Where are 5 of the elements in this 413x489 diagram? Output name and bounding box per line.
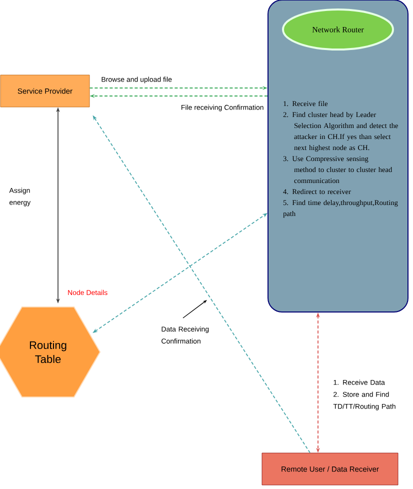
service-box	[0, 74, 90, 108]
node-label: Routing Table	[30, 340, 66, 364]
receiver-box	[262, 452, 398, 486]
node-label: Network Router	[312, 26, 364, 32]
router-ellipse	[282, 8, 394, 50]
